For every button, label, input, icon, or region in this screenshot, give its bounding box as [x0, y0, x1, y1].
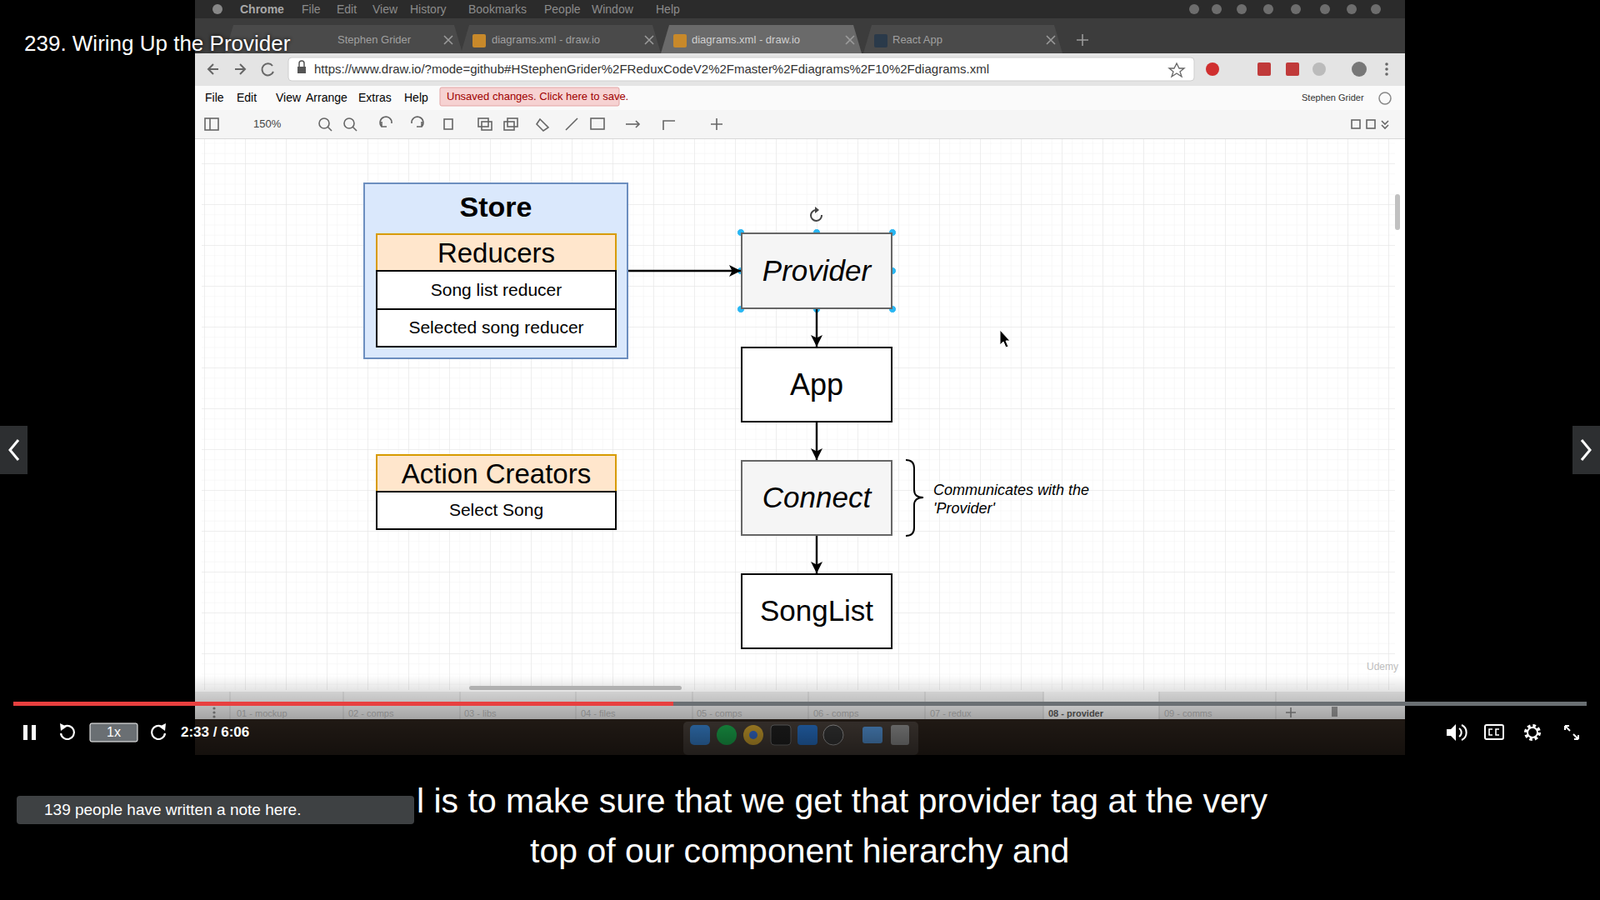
zoom-level: 150%	[253, 117, 281, 131]
app-menu-item: View	[275, 90, 301, 105]
store-container: StoreReducersSong list reducerSelected s…	[363, 182, 629, 360]
connector-arrow	[815, 535, 818, 574]
node-text: Selected song reducer	[408, 317, 584, 338]
app-menu-item: Arrange	[305, 90, 348, 105]
url-text: https://www.draw.io/?mode=github#HStephe…	[314, 61, 990, 77]
connect-box: Connect	[740, 460, 893, 536]
page-tab: 02 - comps	[348, 708, 394, 720]
reducer-box: Song list reducer	[375, 270, 617, 310]
os-menu-item: Window	[591, 2, 634, 17]
app-menu-item: File	[205, 90, 225, 105]
os-menu-item: Chrome	[240, 2, 285, 17]
node-text: Action Creators	[401, 458, 591, 490]
os-menu-item: Edit	[336, 2, 357, 17]
connector-arrow	[815, 422, 818, 460]
page-tab: 04 - files	[580, 708, 616, 720]
node-text: App	[790, 367, 844, 402]
speed-control: 1x	[106, 724, 121, 740]
page-tab: 03 - libs	[464, 708, 497, 720]
callout-note: Communicates with the 'Provider'	[933, 481, 1109, 518]
os-menu-item: Bookmarks	[468, 2, 527, 17]
notes-badge: 139 people have written a note here.	[44, 800, 301, 820]
node-text: SongList	[760, 594, 874, 628]
node-text: Store	[460, 190, 533, 224]
node-text: Song list reducer	[430, 280, 563, 300]
node-text: Provider	[762, 254, 871, 288]
user-name: Stephen Grider	[1301, 92, 1365, 104]
node-text: Select Song	[449, 500, 544, 520]
app-menu-item: Help	[404, 90, 429, 105]
page-tab: 05 - comps	[696, 708, 742, 720]
reducer-box: Selected song reducer	[375, 308, 617, 348]
connector-arrow	[628, 270, 741, 272]
action-box: Select Song	[375, 490, 617, 530]
unsaved-notice: Unsaved changes. Click here to save.	[446, 90, 629, 104]
action-creators-header: Action Creators	[375, 454, 617, 495]
node-text: Reducers	[437, 237, 555, 270]
os-menu-item: Help	[655, 2, 680, 17]
lecture-title: 239. Wiring Up the Provider	[24, 30, 290, 57]
browser-tab: diagrams.xml - draw.io	[691, 33, 800, 47]
os-menu-item: History	[410, 2, 447, 17]
subtitle-line: l is to make sure that we get that provi…	[416, 780, 1268, 822]
page-tab: 09 - comms	[1164, 708, 1212, 720]
subtitle-line: top of our component hierarchy and	[530, 830, 1070, 872]
browser-tab: Stephen Grider	[337, 33, 411, 47]
watermark: Udemy	[1366, 660, 1399, 673]
app-menu-item: Edit	[236, 90, 257, 105]
os-menu-item: View	[372, 2, 398, 17]
connector-arrow	[815, 309, 818, 347]
reducers-header: Reducers	[375, 233, 617, 274]
component-box: App	[740, 346, 893, 423]
page-tab: 08 - provider	[1048, 708, 1104, 720]
browser-tab: diagrams.xml - draw.io	[491, 33, 600, 47]
page-tab: 07 - redux	[930, 708, 972, 720]
os-menu-item: File	[301, 2, 321, 17]
node-text: Connect	[762, 480, 871, 515]
os-menu-item: People	[544, 2, 581, 17]
provider-box: Provider	[740, 232, 893, 310]
component-box: SongList	[740, 573, 893, 650]
page-tab: 01 - mockup	[236, 708, 288, 720]
browser-tab: React App	[892, 33, 943, 47]
app-menu-item: Extras	[358, 90, 392, 105]
time-display: 2:33 / 6:06	[180, 724, 250, 741]
page-tab: 06 - comps	[813, 708, 859, 720]
